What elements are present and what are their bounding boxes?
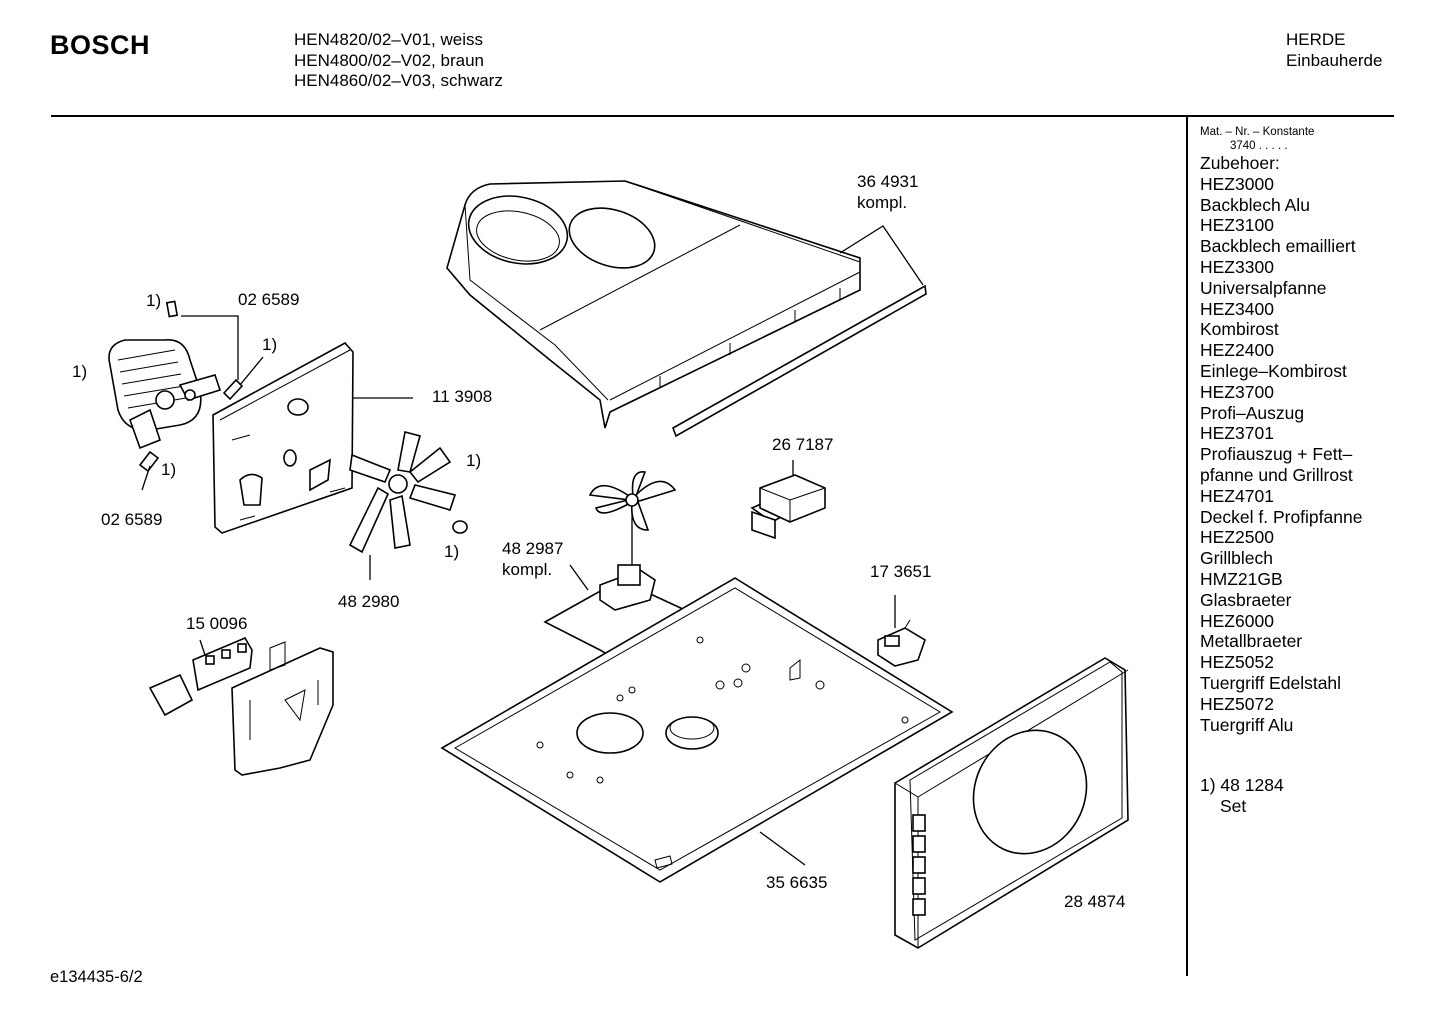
accessory-line: Profi–Auszug xyxy=(1200,402,1305,423)
header-divider xyxy=(51,115,1394,117)
accessory-line: HEZ2500 xyxy=(1200,527,1274,548)
label-fan-motor-number: 48 2987 xyxy=(502,539,564,558)
accessory-line: HMZ21GB xyxy=(1200,568,1283,589)
document-id: e134435-6/2 xyxy=(50,968,143,986)
label-cover-number: 36 4931 xyxy=(857,172,919,191)
accessory-line: HEZ4701 xyxy=(1200,485,1274,506)
oven-motor-part xyxy=(108,339,222,450)
label-bracket-number: 11 3908 xyxy=(432,387,493,406)
clip-right-part xyxy=(222,378,244,401)
label-board-number: 15 0096 xyxy=(186,614,248,633)
accessory-line: Profiauszug + Fett– xyxy=(1200,444,1353,465)
model-line: HEN4820/02–V01, weiss xyxy=(294,30,484,49)
fan-motor-assembly-part xyxy=(543,471,686,669)
accessory-line: Tuergriff Edelstahl xyxy=(1200,672,1342,693)
mat-value: 3740 . . . . . xyxy=(1230,140,1288,152)
category-block: HERDE Einbauherde xyxy=(1286,30,1382,71)
accessory-line: pfanne und Grillrost xyxy=(1200,464,1353,485)
model-line: HEN4860/02–V03, schwarz xyxy=(294,71,503,90)
category-main: HERDE xyxy=(1286,30,1346,49)
base-tray-part xyxy=(440,577,954,883)
accessory-line: HEZ3300 xyxy=(1200,256,1274,277)
set-note-sub: Set xyxy=(1220,796,1247,817)
mounting-bracket-part xyxy=(212,341,354,534)
accessory-list: HEZ3000 Backblech Alu HEZ3100 Backblech … xyxy=(1200,174,1362,736)
label-clip-top-marker: 1) xyxy=(146,291,162,310)
transformer-part xyxy=(750,474,826,540)
leader-lines xyxy=(141,225,924,866)
top-cover-part xyxy=(446,180,927,438)
label-clip-bottom-marker: 1) xyxy=(161,460,177,479)
set-note: 1) 48 1284 xyxy=(1200,775,1284,796)
accessory-line: HEZ3100 xyxy=(1200,215,1274,236)
accessory-line: Glasbraeter xyxy=(1200,589,1292,610)
accessory-line: Backblech emailliert xyxy=(1200,236,1356,257)
accessory-line: Deckel f. Profipfanne xyxy=(1200,506,1363,527)
accessory-line: Metallbraeter xyxy=(1200,631,1303,652)
model-line: HEN4800/02–V02, braun xyxy=(294,50,484,70)
accessory-line: Grillblech xyxy=(1200,548,1273,569)
accessory-line: Backblech Alu xyxy=(1200,194,1310,215)
model-list: HEN4820/02–V01, weiss HEN4800/02–V02, br… xyxy=(294,30,503,92)
accessory-line: HEZ3400 xyxy=(1200,298,1274,319)
fan-blade-part xyxy=(348,431,457,554)
accessory-line: Kombirost xyxy=(1200,319,1279,340)
label-fan-marker: 1) xyxy=(466,451,482,470)
accessory-line: Einlege–Kombirost xyxy=(1200,360,1347,381)
label-transformer-number: 26 7187 xyxy=(772,435,834,454)
sidebar-divider xyxy=(1186,117,1188,976)
accessory-line: HEZ6000 xyxy=(1200,610,1274,631)
accessory-line: Universalpfanne xyxy=(1200,277,1327,298)
label-nut-marker: 1) xyxy=(444,542,460,561)
mat-label: Mat. – Nr. – Konstante xyxy=(1200,126,1315,138)
label-clip-top-number: 02 6589 xyxy=(238,290,300,309)
thermostat-part xyxy=(877,598,926,667)
nut-part xyxy=(452,520,468,534)
label-motor-marker: 1) xyxy=(72,362,88,381)
accessory-line: Tuergriff Alu xyxy=(1200,714,1294,735)
brand-logo: BOSCH xyxy=(50,30,151,60)
accessory-line: HEZ2400 xyxy=(1200,340,1274,361)
category-sub: Einbauherde xyxy=(1286,50,1383,70)
accessory-line: HEZ5052 xyxy=(1200,652,1274,673)
accessory-line: HEZ3000 xyxy=(1200,173,1274,194)
exploded-view-drawing xyxy=(108,180,1129,949)
accessory-line: HEZ3701 xyxy=(1200,423,1274,444)
label-fan-motor-suffix: kompl. xyxy=(502,560,553,579)
label-cover-suffix: kompl. xyxy=(857,193,908,212)
label-base-number: 35 6635 xyxy=(766,873,828,892)
control-board-part xyxy=(148,636,334,776)
label-clip-bottom-number: 02 6589 xyxy=(101,510,163,529)
label-door-number: 28 4874 xyxy=(1064,892,1126,911)
clip-top-part xyxy=(165,300,179,318)
accessory-line: HEZ3700 xyxy=(1200,381,1274,402)
accessory-sidebar: Mat. – Nr. – Konstante 3740 . . . . . Zu… xyxy=(1200,125,1362,817)
accessories-heading: Zubehoer: xyxy=(1200,153,1280,173)
clip-bottom-part xyxy=(138,450,160,473)
label-thermostat-number: 17 3651 xyxy=(870,562,932,581)
accessory-line: HEZ5072 xyxy=(1200,693,1274,714)
label-fan-number: 48 2980 xyxy=(338,592,400,611)
oven-door-part xyxy=(894,657,1129,949)
label-clip-right-marker: 1) xyxy=(262,335,278,354)
